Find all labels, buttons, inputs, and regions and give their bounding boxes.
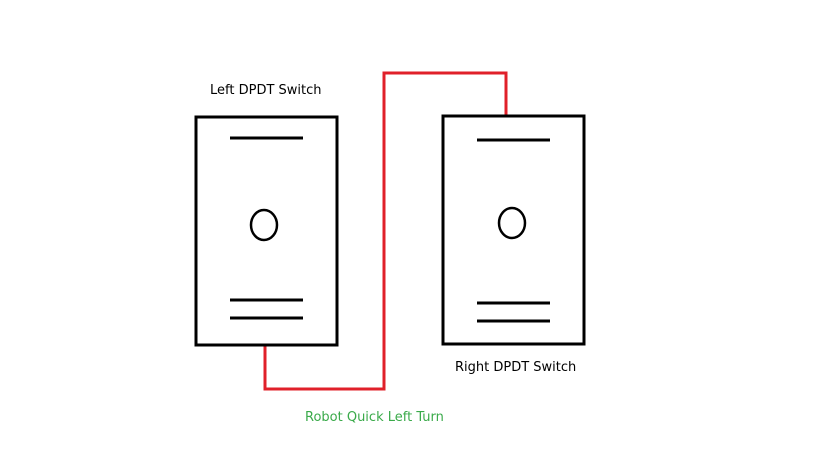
diagram-caption: Robot Quick Left Turn [305, 410, 444, 425]
right-switch-body [441, 114, 586, 346]
left-switch-label: Left DPDT Switch [210, 83, 322, 98]
right-switch-toggle [497, 206, 527, 240]
right-dpdt-switch [441, 114, 586, 346]
left-dpdt-switch [194, 115, 339, 347]
left-switch-body [194, 115, 339, 347]
right-switch-label: Right DPDT Switch [455, 360, 577, 375]
connecting-wire [263, 71, 508, 391]
left-switch-toggle [249, 208, 279, 242]
